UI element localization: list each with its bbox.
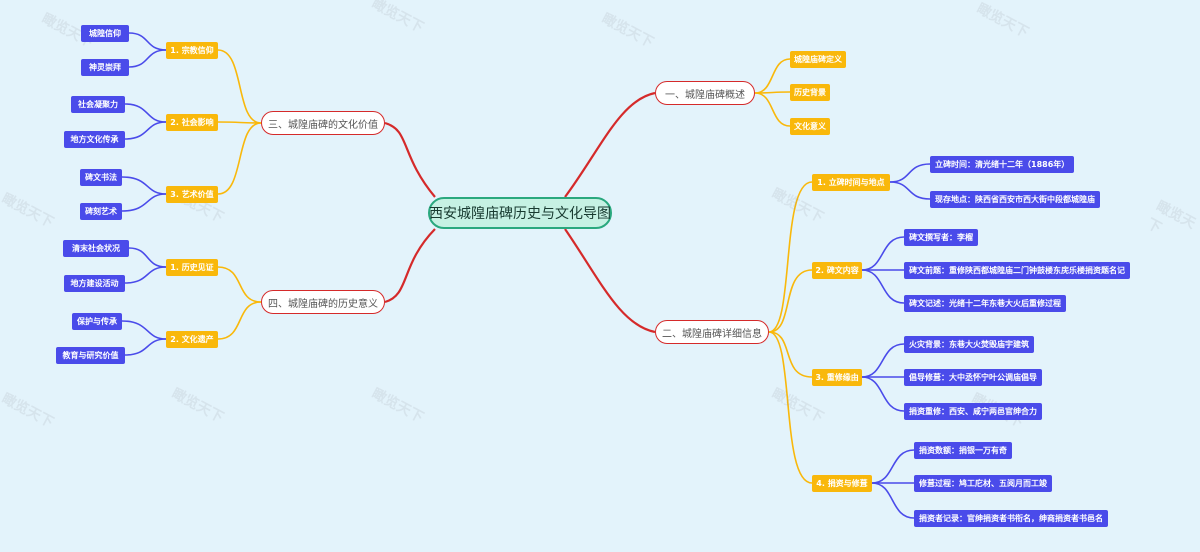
link-history-1 xyxy=(217,266,262,303)
culture-item[interactable]: 城隍信仰 xyxy=(81,25,129,42)
detail-group[interactable]: 3. 重修缘由 xyxy=(812,369,862,386)
link-h2-2 xyxy=(124,338,167,356)
link-overview-1 xyxy=(754,58,791,94)
branch-history[interactable]: 四、城隍庙碑的历史意义 xyxy=(261,290,385,314)
link-h2-1 xyxy=(121,320,167,340)
detail-item[interactable]: 捐资数额：捐银一万有奇 xyxy=(914,442,1012,459)
link-root-history xyxy=(384,228,436,304)
history-item[interactable]: 地方建设活动 xyxy=(64,275,125,292)
link-h1-2 xyxy=(124,266,167,284)
link-culture-1 xyxy=(217,49,262,124)
detail-item[interactable]: 倡导修葺：大中丞怀宁叶公调庙倡导 xyxy=(904,369,1042,386)
detail-item[interactable]: 火灾背景：东巷大火焚毁庙宇建筑 xyxy=(904,336,1034,353)
history-group[interactable]: 2. 文化遗产 xyxy=(166,331,218,348)
link-c1-2 xyxy=(128,49,167,68)
history-group[interactable]: 1. 历史见证 xyxy=(166,259,218,276)
detail-item[interactable]: 碑文前题：重修陕西都城隍庙二门钟鼓楼东庑乐楼捐资题名记 xyxy=(904,262,1130,279)
root-topic[interactable]: 西安城隍庙碑历史与文化导图 xyxy=(428,197,612,229)
link-detail-2 xyxy=(768,269,813,333)
link-d3-1 xyxy=(861,343,905,378)
history-item[interactable]: 教育与研究价值 xyxy=(56,347,125,364)
detail-item[interactable]: 捐资者记录：官绅捐资者书衔名，绅商捐资者书邑名 xyxy=(914,510,1108,527)
history-item[interactable]: 保护与传承 xyxy=(72,313,122,330)
link-detail-3 xyxy=(768,331,813,378)
link-d4-3 xyxy=(871,482,915,519)
culture-group[interactable]: 3. 艺术价值 xyxy=(166,186,218,203)
overview-item[interactable]: 历史背景 xyxy=(790,84,830,101)
link-detail-4 xyxy=(768,331,813,484)
link-d1-1 xyxy=(889,163,931,183)
branch-detail[interactable]: 二、城隍庙碑详细信息 xyxy=(655,320,769,344)
link-d2-3 xyxy=(861,269,905,304)
link-root-overview xyxy=(564,91,656,198)
culture-item[interactable]: 社会凝聚力 xyxy=(71,96,125,113)
detail-group[interactable]: 1. 立碑时间与地点 xyxy=(812,174,890,191)
link-d2-1 xyxy=(861,236,905,271)
link-root-culture xyxy=(384,121,436,198)
culture-item[interactable]: 神灵崇拜 xyxy=(81,59,129,76)
detail-group[interactable]: 2. 碑文内容 xyxy=(812,262,862,279)
link-detail-1 xyxy=(768,181,813,333)
history-item[interactable]: 清末社会状况 xyxy=(63,240,129,257)
branch-culture[interactable]: 三、城隍庙碑的文化价值 xyxy=(261,111,385,135)
link-root-detail xyxy=(564,228,656,334)
link-culture-3 xyxy=(217,122,262,195)
link-c3-2 xyxy=(121,193,167,212)
culture-item[interactable]: 碑刻艺术 xyxy=(80,203,122,220)
link-c3-1 xyxy=(121,176,167,195)
detail-item[interactable]: 修葺过程：鸠工庀材、五阅月而工竣 xyxy=(914,475,1052,492)
link-d3-3 xyxy=(861,376,905,412)
link-h1-1 xyxy=(128,247,167,268)
culture-item[interactable]: 碑文书法 xyxy=(80,169,122,186)
detail-item[interactable]: 碑文撰写者：李榴 xyxy=(904,229,978,246)
link-history-2 xyxy=(217,301,262,340)
link-culture-2 xyxy=(217,121,262,124)
culture-group[interactable]: 1. 宗教信仰 xyxy=(166,42,218,59)
link-c2-2 xyxy=(124,121,167,140)
detail-item[interactable]: 现存地点：陕西省西安市西大街中段都城隍庙 xyxy=(930,191,1100,208)
culture-group[interactable]: 2. 社会影响 xyxy=(166,114,218,131)
detail-item[interactable]: 立碑时间：清光绪十二年（1886年） xyxy=(930,156,1075,173)
detail-item[interactable]: 捐资重修：西安、咸宁两邑官绅合力 xyxy=(904,403,1042,420)
detail-item[interactable]: 碑文记述：光绪十二年东巷大火后重修过程 xyxy=(904,295,1066,312)
overview-item[interactable]: 文化意义 xyxy=(790,118,830,135)
link-c1-1 xyxy=(128,32,167,51)
overview-item[interactable]: 城隍庙碑定义 xyxy=(790,51,846,68)
detail-group[interactable]: 4. 捐资与修葺 xyxy=(812,475,872,492)
branch-overview[interactable]: 一、城隍庙碑概述 xyxy=(655,81,755,105)
link-d1-2 xyxy=(889,181,931,200)
link-c2-1 xyxy=(124,103,167,123)
culture-item[interactable]: 地方文化传承 xyxy=(64,131,125,148)
link-d4-1 xyxy=(871,449,915,484)
link-overview-3 xyxy=(754,92,791,127)
